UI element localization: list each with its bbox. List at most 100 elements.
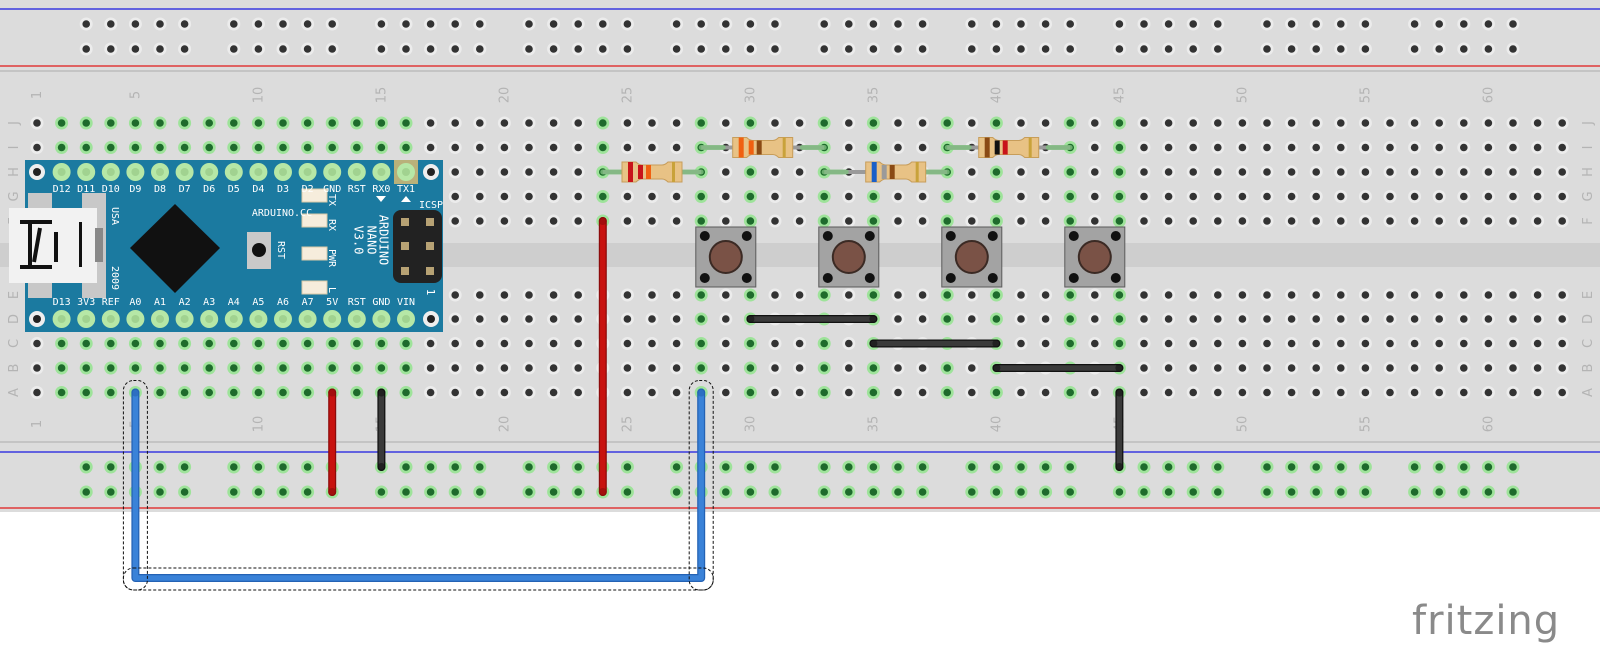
rail-hole[interactable] [448,485,462,499]
red-wire-power[interactable] [328,388,337,497]
hole-J62[interactable] [1531,116,1545,130]
hole-J13[interactable] [325,116,339,130]
rail-hole[interactable] [719,485,733,499]
rail-hole[interactable] [670,17,684,31]
hole-I53[interactable] [1309,141,1323,154]
rail-hole[interactable] [424,460,438,474]
rail-hole[interactable] [1162,17,1176,31]
rail-hole[interactable] [301,485,315,499]
hole-B34[interactable] [842,361,856,375]
rail-hole[interactable] [522,17,536,31]
hole-E40[interactable] [989,288,1003,302]
hole-I27[interactable] [670,141,684,154]
rail-hole[interactable] [153,17,167,31]
rail-hole[interactable] [989,17,1003,31]
hole-J31[interactable] [768,116,782,130]
hole-C10[interactable] [251,337,265,350]
rail-hole[interactable] [965,17,979,31]
black-wire-1[interactable] [746,315,878,323]
hole-C50[interactable] [1235,337,1249,350]
hole-B12[interactable] [301,361,315,375]
hole-G46[interactable] [1137,190,1151,203]
hole-C41[interactable] [1014,337,1028,350]
rail-hole[interactable] [522,42,536,56]
hole-C2[interactable] [55,337,69,350]
hole-B2[interactable] [55,361,69,375]
rail-hole[interactable] [817,485,831,499]
hole-C47[interactable] [1162,337,1176,350]
hole-A35[interactable] [866,386,880,399]
hole-J63[interactable] [1555,116,1569,130]
pushbutton-cap[interactable] [708,240,743,274]
pushbutton-cap[interactable] [954,240,989,274]
rail-hole[interactable] [768,485,782,499]
hole-B19[interactable] [473,361,487,375]
rail-hole[interactable] [571,17,585,31]
rail-hole[interactable] [178,460,192,474]
hole-A29[interactable] [719,386,733,399]
hole-H21[interactable] [522,165,536,179]
rail-hole[interactable] [1137,460,1151,474]
black-wire-gnd-2[interactable] [1115,388,1124,472]
rail-hole[interactable] [965,42,979,56]
hole-I45[interactable] [1112,141,1126,154]
hole-B18[interactable] [448,361,462,375]
hole-B37[interactable] [916,361,930,375]
hole-I52[interactable] [1285,141,1299,154]
hole-A42[interactable] [1039,386,1053,399]
hole-G20[interactable] [497,190,511,203]
hole-I48[interactable] [1186,141,1200,154]
rail-hole[interactable] [547,485,561,499]
hole-A1[interactable] [30,386,44,399]
hole-D51[interactable] [1260,312,1274,326]
rail-hole[interactable] [276,485,290,499]
hole-D27[interactable] [670,312,684,326]
hole-F57[interactable] [1408,214,1422,228]
hole-F30[interactable] [743,214,757,228]
rail-hole[interactable] [571,42,585,56]
hole-G54[interactable] [1334,190,1348,203]
hole-J32[interactable] [793,116,807,130]
resistor[interactable] [600,161,704,183]
hole-A20[interactable] [497,386,511,399]
hole-B36[interactable] [891,361,905,375]
rail-hole[interactable] [1432,42,1446,56]
hole-G62[interactable] [1531,190,1545,203]
rail-hole[interactable] [1334,17,1348,31]
rail-hole[interactable] [1457,42,1471,56]
hole-C61[interactable] [1506,337,1520,350]
hole-A49[interactable] [1211,386,1225,399]
hole-E48[interactable] [1186,288,1200,302]
hole-E20[interactable] [497,288,511,302]
hole-E44[interactable] [1088,288,1102,302]
hole-D44[interactable] [1088,312,1102,326]
hole-G59[interactable] [1457,190,1471,203]
hole-C19[interactable] [473,337,487,350]
rail-hole[interactable] [842,42,856,56]
rail-hole[interactable] [1285,460,1299,474]
hole-A19[interactable] [473,386,487,399]
hole-A36[interactable] [891,386,905,399]
hole-G55[interactable] [1358,190,1372,203]
hole-D43[interactable] [1063,312,1077,326]
hole-F28[interactable] [694,214,708,228]
rail-hole[interactable] [670,485,684,499]
hole-G22[interactable] [547,190,561,203]
rail-hole[interactable] [251,17,265,31]
hole-B54[interactable] [1334,361,1348,375]
hole-E28[interactable] [694,288,708,302]
rail-hole[interactable] [817,460,831,474]
hole-F26[interactable] [645,214,659,228]
hole-C60[interactable] [1481,337,1495,350]
hole-I37[interactable] [916,141,930,154]
rail-hole[interactable] [1481,485,1495,499]
rail-hole[interactable] [547,460,561,474]
hole-J46[interactable] [1137,116,1151,130]
wire-end[interactable] [1115,364,1124,372]
hole-I22[interactable] [547,141,561,154]
hole-J27[interactable] [670,116,684,130]
hole-C45[interactable] [1112,337,1126,350]
rail-hole[interactable] [1014,460,1028,474]
hole-I3[interactable] [79,141,93,154]
hole-B59[interactable] [1457,361,1471,375]
